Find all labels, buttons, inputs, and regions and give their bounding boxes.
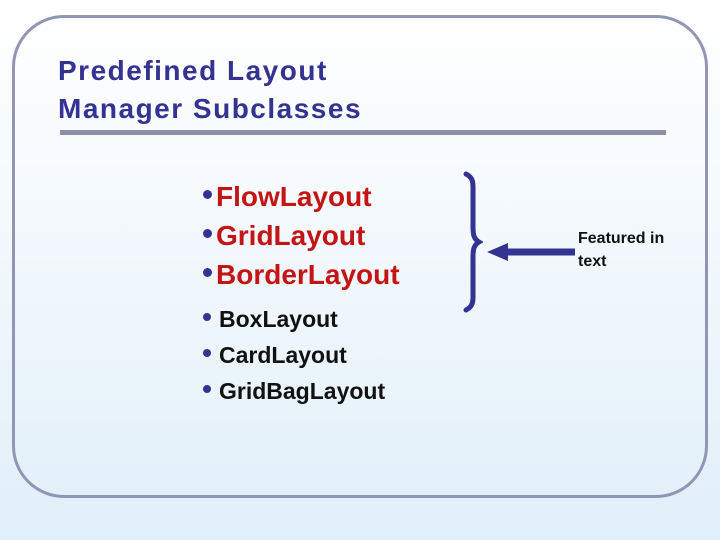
other-layout-list: BoxLayout CardLayout GridBagLayout [203,306,385,414]
slide-title-line-2: Manager Subclasses [58,93,363,124]
slide-rounded-border [12,15,708,498]
slide-title: Predefined Layout Manager Subclasses [58,52,362,128]
bullet-icon [203,268,212,277]
featured-layout-list: FlowLayout GridLayout BorderLayout [203,181,400,298]
list-item: BorderLayout [203,259,400,298]
list-item-label: GridLayout [216,220,366,251]
list-item-label: FlowLayout [216,181,372,212]
list-item-label: CardLayout [219,342,347,368]
bullet-icon [203,313,211,321]
list-item: FlowLayout [203,181,400,220]
list-item: CardLayout [203,342,385,378]
list-item: GridBagLayout [203,378,385,414]
bullet-icon [203,229,212,238]
callout-label: Featured in text [578,230,665,270]
bullet-icon [203,349,211,357]
list-item-label: GridBagLayout [219,378,386,404]
bullet-icon [203,385,211,393]
right-brace-icon [463,171,483,313]
list-item-label: BorderLayout [216,259,400,290]
title-underline [60,130,666,135]
list-item: GridLayout [203,220,400,259]
left-arrow-icon [487,243,575,261]
list-item-label: BoxLayout [219,306,338,332]
bullet-icon [203,190,212,199]
slide-title-line-1: Predefined Layout [58,55,328,86]
list-item: BoxLayout [203,306,385,342]
